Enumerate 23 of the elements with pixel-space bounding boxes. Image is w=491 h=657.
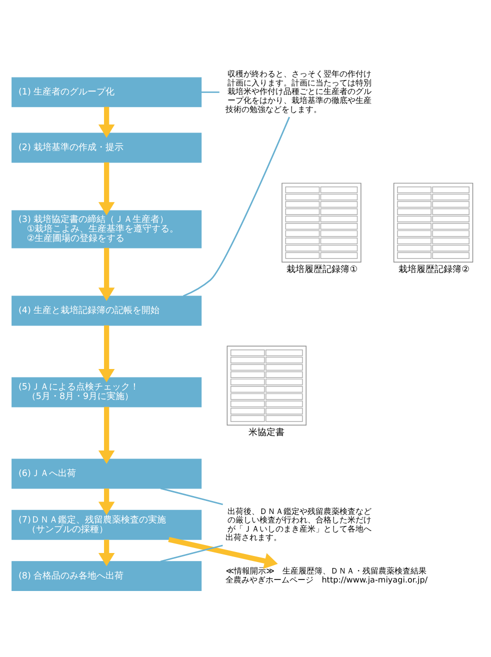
arrow <box>98 162 114 215</box>
connector <box>160 544 222 562</box>
arrow <box>98 106 114 138</box>
arrow <box>98 406 114 464</box>
node-label: 米協定書 <box>248 428 284 438</box>
node-box: (1) 生産者のグループ化 <box>11 76 202 107</box>
arrow <box>98 539 114 566</box>
node-box: (8) 合格品のみ各地へ出荷 <box>11 560 202 591</box>
connector <box>182 116 290 296</box>
node-label: 栽培履歴記録簿① <box>286 264 358 275</box>
node-label: 栽培履歴記録簿② <box>398 264 469 275</box>
node-box: (5)ＪＡによる点検チェック！ （5月・8月・9月に実施） <box>11 376 202 407</box>
arrow <box>98 488 114 515</box>
node-box: (6)ＪＡへ出荷 <box>11 458 202 488</box>
connector <box>160 487 222 505</box>
arrow <box>98 324 114 382</box>
connector <box>200 90 219 92</box>
node-box: (3) 栽培協定書の締結（ＪＡ生産者） ①栽培こよみ、生産基準を遵守する。 ②生産圃場の登録をする <box>11 210 202 248</box>
node-box: (4) 生産と栽培記録簿の記帳を開始 <box>11 295 202 326</box>
node-box: (7)ＤＮＡ鑑定、残留農薬検査の実施 （サンプルの採種） <box>11 509 202 540</box>
arrow <box>168 536 278 568</box>
node-box: (2) 栽培基準の作成・提示 <box>11 132 202 162</box>
arrow <box>98 247 114 300</box>
